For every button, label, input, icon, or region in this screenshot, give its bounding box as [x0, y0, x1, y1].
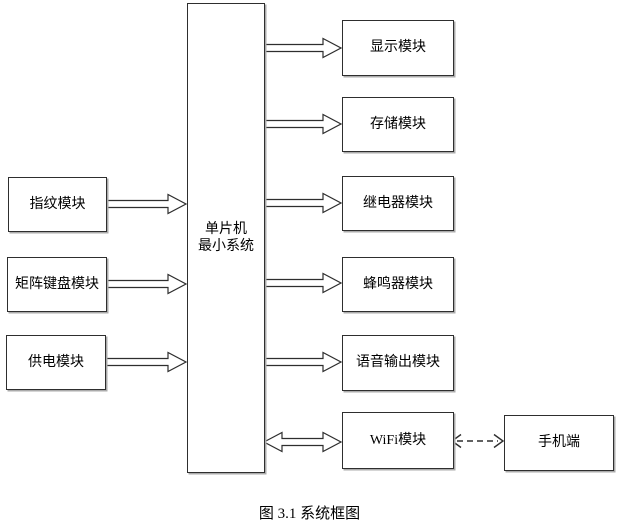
storage-module-label: 存储模块: [370, 116, 426, 132]
matrix-keypad-module-box: 矩阵键盘模块: [7, 257, 107, 312]
arrow-mcu-wifi-bidirectional: [262, 431, 343, 453]
relay-module-label: 继电器模块: [363, 195, 433, 211]
fingerprint-module-box: 指纹模块: [8, 177, 107, 232]
power-supply-module-box: 供电模块: [6, 335, 106, 390]
mcu-minimum-system-label: 单片机 最小系统: [198, 221, 254, 256]
mcu-label-line2: 最小系统: [198, 239, 254, 254]
matrix-keypad-module-label: 矩阵键盘模块: [15, 276, 99, 292]
voice-output-module-box: 语音输出模块: [342, 335, 454, 391]
voice-output-module-label: 语音输出模块: [356, 355, 440, 371]
arrow-mcu-to-storage: [263, 113, 343, 135]
fingerprint-module-label: 指纹模块: [29, 196, 86, 212]
relay-module-box: 继电器模块: [342, 176, 454, 231]
wifi-module-box: WiFi模块: [342, 412, 454, 469]
arrow-fingerprint-to-mcu: [106, 193, 188, 215]
mobile-phone-label: 手机端: [538, 435, 580, 451]
arrow-mcu-to-buzzer: [263, 272, 343, 294]
mobile-phone-box: 手机端: [504, 415, 614, 471]
arrow-mcu-to-relay: [263, 192, 343, 214]
mcu-label-line1: 单片机: [205, 221, 247, 237]
storage-module-box: 存储模块: [342, 97, 454, 152]
arrow-power-to-mcu: [105, 351, 188, 373]
arrow-mcu-to-display: [263, 37, 343, 59]
buzzer-module-label: 蜂鸣器模块: [363, 276, 433, 292]
buzzer-module-box: 蜂鸣器模块: [342, 257, 454, 312]
arrow-mcu-to-voice: [263, 351, 343, 373]
display-module-box: 显示模块: [342, 20, 454, 76]
display-module-label: 显示模块: [370, 40, 426, 56]
arrow-wifi-phone-dashed: [450, 433, 505, 449]
figure-caption: 图 3.1 系统框图: [258, 506, 361, 522]
power-supply-module-label: 供电模块: [28, 354, 84, 370]
dashed-arrow-right-chevron: [493, 433, 505, 449]
wifi-module-label: WiFi模块: [369, 432, 427, 448]
arrow-keypad-to-mcu: [106, 273, 188, 295]
mcu-minimum-system-box: 单片机 最小系统: [187, 3, 265, 473]
